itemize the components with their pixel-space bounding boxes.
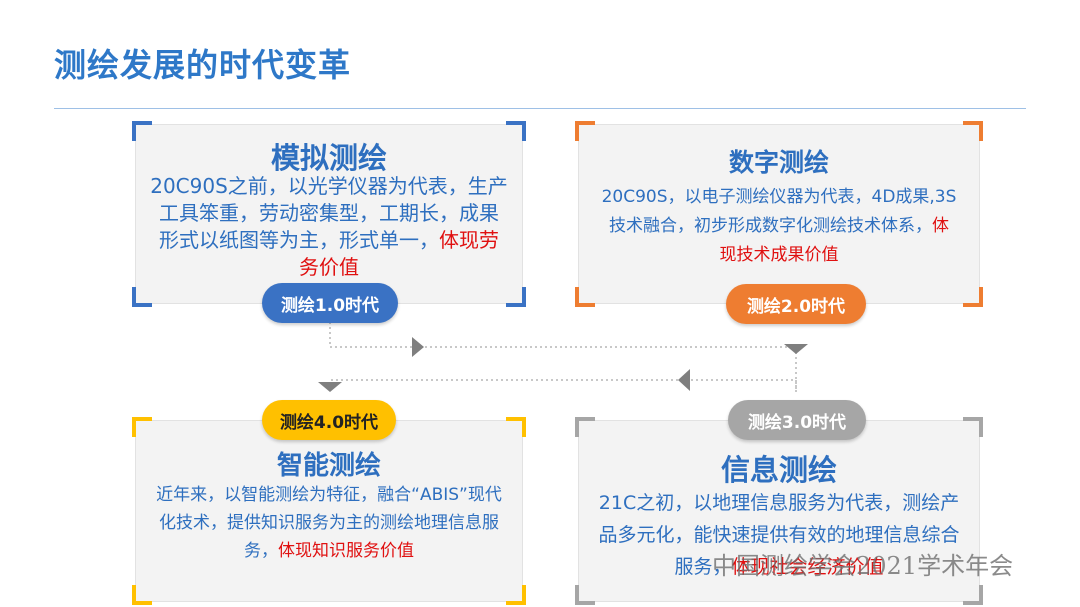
stage-box-intelligent: 智能测绘 近年来，以智能测绘为特征，融合“ABIS”现代化技术，提供知识服务为主…	[132, 417, 526, 605]
stage-description: 21C之初，以地理信息服务为代表，测绘产品多元化，能快速提供有效的地理信息综合服…	[598, 492, 960, 578]
connector-1-to-2	[329, 322, 796, 348]
stage-value-highlight: 体现劳务价值	[299, 228, 499, 279]
corner-bracket	[575, 287, 595, 307]
stage-description: 20C90S，以电子测绘仪器为代表，4D成果,3S技术融合，初步形成数字化测绘技…	[601, 187, 957, 265]
stage-description: 20C90S之前，以光学仪器为代表，生产工具笨重，劳动密集型，工期长，成果形式以…	[150, 174, 508, 279]
corner-bracket	[506, 417, 526, 437]
stage-title: 模拟测绘	[270, 141, 387, 175]
corner-bracket	[963, 585, 983, 605]
corner-bracket	[963, 417, 983, 437]
corner-bracket	[506, 121, 526, 141]
corner-bracket	[963, 121, 983, 141]
stage-box-analog: 模拟测绘 20C90S之前，以光学仪器为代表，生产工具笨重，劳动密集型，工期长，…	[132, 121, 526, 307]
era-badge-4: 测绘4.0时代	[262, 400, 396, 440]
page-title: 测绘发展的时代变革	[54, 46, 352, 84]
era-badge-1: 测绘1.0时代	[262, 283, 398, 323]
corner-bracket	[132, 417, 152, 437]
corner-bracket	[132, 287, 152, 307]
arrow-down-icon	[318, 382, 342, 392]
arrow-left-icon	[678, 369, 690, 391]
connector-3-to-4	[329, 379, 797, 392]
corner-bracket	[506, 287, 526, 307]
corner-bracket	[575, 121, 595, 141]
corner-bracket	[575, 585, 595, 605]
stage-box-digital: 数字测绘 20C90S，以电子测绘仪器为代表，4D成果,3S技术融合，初步形成数…	[575, 121, 983, 307]
stage-value-highlight: 体现社会经济价值	[731, 556, 884, 578]
stage-title: 信息测绘	[720, 453, 837, 487]
arrow-right-icon	[412, 337, 424, 357]
corner-bracket	[575, 417, 595, 437]
era-badge-2: 测绘2.0时代	[726, 284, 866, 324]
corner-bracket	[132, 121, 152, 141]
corner-bracket	[506, 585, 526, 605]
stage-description: 近年来，以智能测绘为特征，融合“ABIS”现代化技术，提供知识服务为主的测绘地理…	[156, 485, 502, 561]
watermark-text: 中国测绘学会2021学术年会	[712, 552, 1014, 580]
stage-title: 智能测绘	[276, 451, 381, 481]
era-badge-3: 测绘3.0时代	[728, 400, 866, 440]
corner-bracket	[132, 585, 152, 605]
stage-value-highlight: 体现知识服务价值	[278, 541, 414, 561]
stage-box-informatized: 信息测绘 21C之初，以地理信息服务为代表，测绘产品多元化，能快速提供有效的地理…	[575, 417, 983, 605]
corner-bracket	[963, 287, 983, 307]
arrow-down-icon	[784, 344, 808, 354]
title-divider	[54, 108, 1026, 109]
stage-title: 数字测绘	[728, 148, 829, 177]
stage-value-highlight: 体现技术成果价值	[719, 216, 950, 265]
